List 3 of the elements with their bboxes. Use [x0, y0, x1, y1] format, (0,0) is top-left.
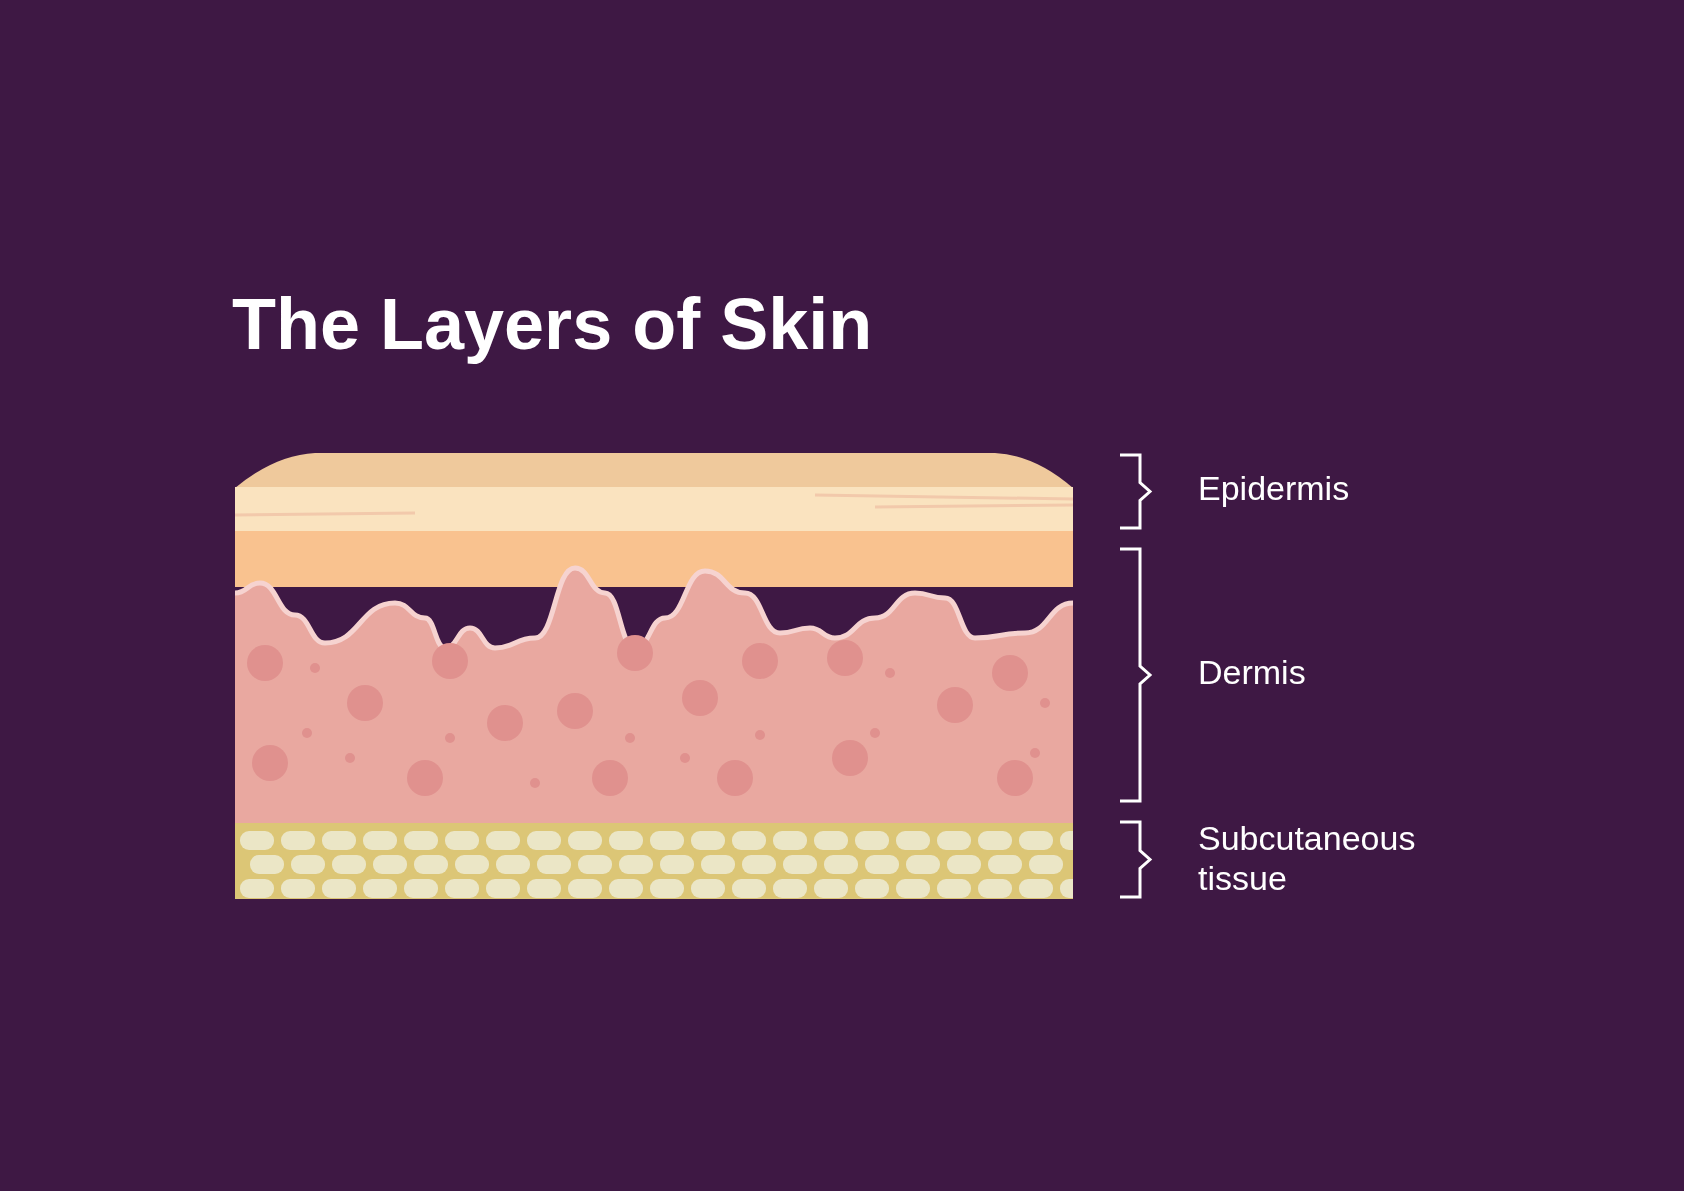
layer-label: Dermis: [1198, 652, 1307, 692]
layer-label: Subcutaneous tissue: [1198, 818, 1417, 898]
layer-label: Epidermis: [1198, 468, 1351, 508]
